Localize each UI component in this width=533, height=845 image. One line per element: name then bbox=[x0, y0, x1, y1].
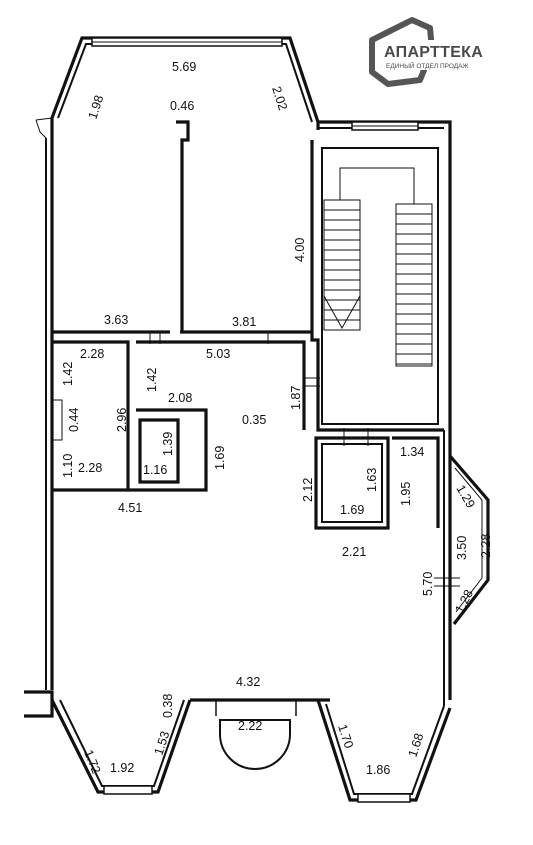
dim-label: 2.02 bbox=[269, 85, 290, 113]
dim-label: 3.81 bbox=[232, 315, 256, 329]
dim-label: 1.29 bbox=[453, 483, 477, 511]
dim-label: 1.86 bbox=[366, 763, 390, 777]
door-marks bbox=[149, 332, 460, 587]
dim-label: 4.32 bbox=[236, 675, 260, 689]
dim-label: 1.42 bbox=[145, 368, 159, 392]
dim-label: 2.28 bbox=[78, 461, 102, 475]
dim-label: 1.69 bbox=[340, 503, 364, 517]
dim-label: 1.68 bbox=[406, 731, 427, 759]
dim-label: 1.63 bbox=[365, 468, 379, 492]
logo-hexagon-icon bbox=[369, 17, 435, 87]
dim-label: 1.95 bbox=[399, 482, 413, 506]
dim-label: 1.10 bbox=[61, 454, 75, 478]
dim-label: 2.12 bbox=[301, 478, 315, 502]
dim-label: 1.53 bbox=[152, 729, 173, 757]
stair-left bbox=[323, 199, 361, 331]
logo-name: АПАРТТЕКА bbox=[384, 44, 483, 61]
dim-label: 2.22 bbox=[238, 719, 262, 733]
dim-label: 1.87 bbox=[289, 386, 303, 410]
dim-label: 1.16 bbox=[143, 463, 167, 477]
dim-label: 2.21 bbox=[342, 545, 366, 559]
dim-label: 1.39 bbox=[161, 432, 175, 456]
dim-label: 2.08 bbox=[168, 391, 192, 405]
logo: АПАРТТЕКА ЕДИНЫЙ ОТДЕЛ ПРОДАЖ bbox=[369, 17, 498, 87]
dim-label: 1.69 bbox=[213, 446, 227, 470]
windows bbox=[91, 37, 419, 803]
dim-label: 0.44 bbox=[67, 408, 81, 432]
dim-label: 4.00 bbox=[293, 238, 307, 262]
dim-label: 3.63 bbox=[104, 313, 128, 327]
logo-tagline: ЕДИНЫЙ ОТДЕЛ ПРОДАЖ bbox=[386, 61, 468, 70]
dim-label: 2.28 bbox=[80, 347, 104, 361]
door-arc bbox=[219, 719, 291, 770]
dim-label: 3.50 bbox=[455, 536, 469, 560]
stairs bbox=[323, 167, 433, 367]
dim-label: 1.34 bbox=[400, 445, 424, 459]
dim-label: 1.92 bbox=[110, 761, 134, 775]
dim-label: 1.98 bbox=[86, 93, 107, 121]
dim-label: 0.46 bbox=[170, 99, 194, 113]
dim-label: 1.42 bbox=[61, 362, 75, 386]
dim-label: 5.03 bbox=[206, 347, 230, 361]
dimension-labels: 5.69 0.46 3.63 3.81 2.28 5.03 2.08 0.35 … bbox=[61, 60, 493, 777]
stair-right bbox=[395, 203, 433, 367]
dim-label: 0.38 bbox=[161, 694, 175, 718]
dim-label: 0.35 bbox=[242, 413, 266, 427]
dim-label: 4.51 bbox=[118, 501, 142, 515]
dim-label: 2.96 bbox=[115, 408, 129, 432]
dim-label: 5.69 bbox=[172, 60, 196, 74]
dim-label: 5.70 bbox=[421, 572, 435, 596]
dim-label: 2.28 bbox=[479, 534, 493, 558]
